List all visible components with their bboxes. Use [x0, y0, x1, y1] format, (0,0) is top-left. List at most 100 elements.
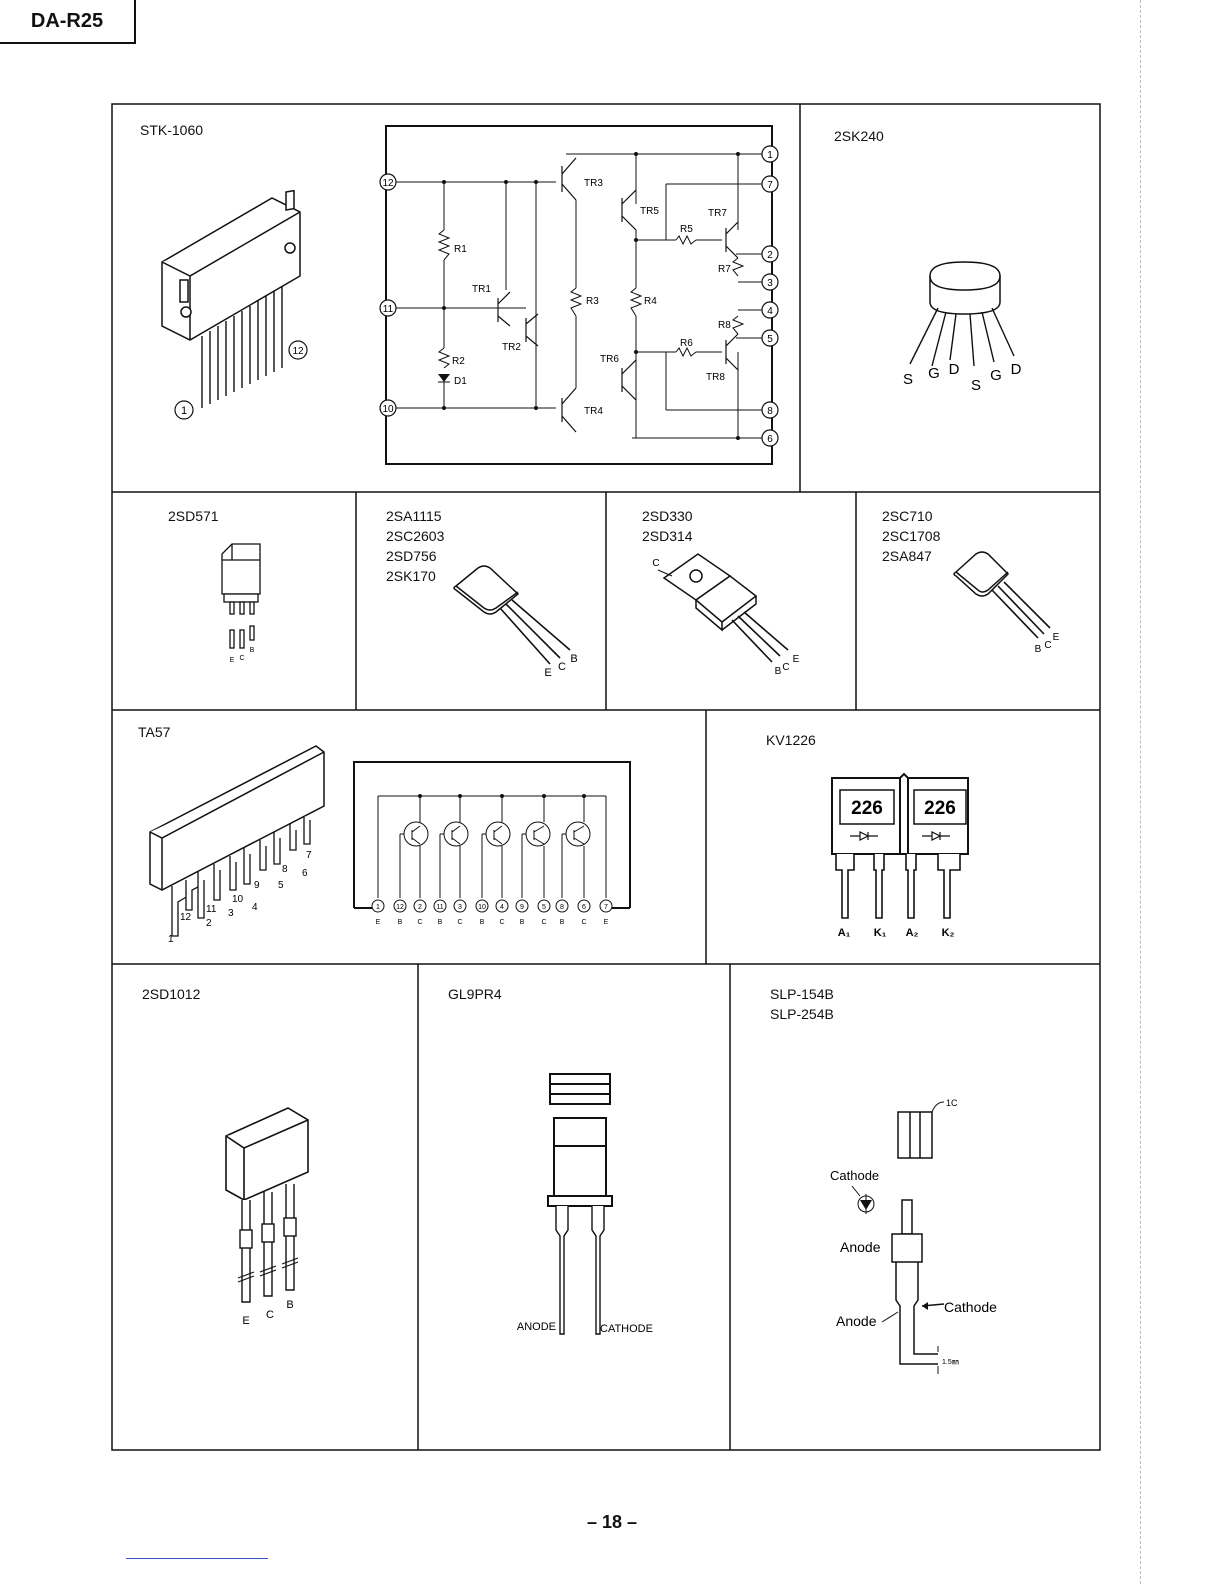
ta57-sch-pin: 12 [396, 904, 404, 911]
kv1226-pin: K₁ [874, 927, 887, 939]
ta57-role: B [398, 919, 403, 926]
gl9pr4-cathode: CATHODE [600, 1323, 653, 1335]
sa1115-package-drawing: E C B [453, 565, 578, 679]
stk-tr1: TR1 [472, 284, 491, 295]
kv1226-label: KV1226 [766, 732, 816, 748]
sk240-pin: D [949, 361, 960, 378]
stk-tr6: TR6 [600, 354, 619, 365]
ta57-sch-pin: 1 [376, 904, 380, 911]
slp-dim: 1.5㎜ [942, 1359, 959, 1366]
kv1226-pin: A₁ [838, 927, 851, 939]
ta57-role: B [520, 919, 525, 926]
outer-frame [111, 103, 1101, 1451]
ta57-sch-pin: 2 [418, 904, 422, 911]
ta57-pin-text: 9 [254, 880, 260, 891]
ta57-role: C [417, 919, 422, 926]
ta57-sch-pin: 4 [500, 904, 504, 911]
ta57-pin-text: 3 [228, 908, 234, 919]
stk-tr4: TR4 [584, 406, 603, 417]
sd1012-pin: B [286, 1299, 293, 1311]
kv1226-package-drawing: 226 226 A₁ K₁ A₂ K₂ [831, 772, 969, 939]
stk-r2: R2 [452, 356, 465, 367]
stk-pin: 12 [382, 178, 394, 189]
sa1115-pin: E [544, 667, 551, 679]
sk240-package-drawing: S G D S G D [903, 261, 1022, 394]
ta57-role: B [480, 919, 485, 926]
sc710-pin: C [1044, 640, 1051, 651]
stk-pin: 2 [767, 250, 773, 261]
stk1060-label: STK-1060 [140, 122, 204, 138]
sa1115-pin: B [570, 653, 577, 665]
stk-r3: R3 [586, 296, 599, 307]
stk-r4: R4 [644, 296, 657, 307]
ta57-pin-text: 5 [278, 880, 284, 891]
stk-pin: 7 [767, 180, 773, 191]
ta57-role: B [438, 919, 443, 926]
sd1012-label: 2SD1012 [142, 986, 201, 1002]
stk1060-schematic: 12 11 10 1 7 2 3 4 5 8 6 TR3 TR5 TR7 TR1… [379, 125, 779, 465]
stk1060-pin-last: 12 [292, 346, 304, 357]
sd571-pin: B [250, 647, 255, 654]
stk-r1: R1 [454, 244, 467, 255]
ta57-sch-pin: 6 [582, 904, 586, 911]
sd571-pin: C [239, 655, 244, 662]
page-number: – 18 – [586, 1512, 638, 1532]
model-tag: DA-R25 [0, 0, 136, 44]
ta57-sch-pin: 10 [478, 904, 486, 911]
ta57-pin-text: 11 [206, 904, 217, 915]
slp-anode-top: Anode [840, 1239, 881, 1255]
ta57-sch-pin: 8 [560, 904, 564, 911]
sd571-pin: E [230, 657, 235, 664]
ta57-sch-pin: 5 [542, 904, 546, 911]
kv1226-pin: A₂ [906, 927, 919, 939]
sd330-pin: B [775, 666, 782, 677]
stk-r6: R6 [680, 338, 693, 349]
sd330-label: 2SD330 2SD314 [642, 508, 693, 544]
slp-anode-bottom: Anode [836, 1313, 877, 1329]
ta57-pin-text: 6 [302, 868, 308, 879]
sk240-pin: G [928, 365, 940, 382]
kv1226-pin: K₂ [942, 927, 955, 939]
gl9pr4-anode: ANODE [517, 1321, 556, 1333]
slp-cathode-top: Cathode [830, 1168, 879, 1183]
sd330-pin: C [782, 662, 789, 673]
ta57-role: B [560, 919, 565, 926]
stk1060-pin-first: 1 [181, 405, 187, 417]
stk-tr8: TR8 [706, 372, 725, 383]
footer-rule [126, 1558, 268, 1559]
scan-edge-line [1140, 0, 1141, 1584]
sk240-pin: D [1011, 361, 1022, 378]
ta57-role: C [457, 919, 462, 926]
stk-d1: D1 [454, 376, 467, 387]
stk-pin: 4 [767, 306, 773, 317]
ta57-label: TA57 [138, 724, 171, 740]
stk-tr7: TR7 [708, 208, 727, 219]
ta57-sch-pin: 7 [604, 904, 608, 911]
ta57-sch-pin: 3 [458, 904, 462, 911]
ta57-pin-text: 10 [232, 894, 244, 905]
stk-tr5: TR5 [640, 206, 659, 217]
slp154b-package-drawing: 1C Cathode Anode Cathode Anode 1.5㎜ [830, 1098, 997, 1374]
stk-pin: 6 [767, 434, 773, 445]
sc710-label: 2SC710 2SC1708 2SA847 [882, 508, 941, 564]
ta57-pin-text: 12 [180, 912, 192, 923]
sd1012-pin: C [266, 1309, 274, 1321]
sd330-pin: E [793, 654, 800, 665]
ta57-pin-text: 2 [206, 918, 212, 929]
ta57-sch-pin: 11 [436, 904, 443, 911]
sk240-label: 2SK240 [834, 128, 884, 144]
kv1226-mark: 226 [924, 798, 956, 819]
sd1012-package-drawing: E C B [225, 1107, 309, 1327]
stk1060-package-drawing: 1 12 [161, 190, 308, 420]
ta57-pin-text: 1 [168, 934, 174, 945]
stk-pin: 11 [383, 304, 394, 315]
gl9pr4-label: GL9PR4 [448, 986, 502, 1002]
model-number: DA-R25 [30, 9, 104, 32]
sc710-pin: B [1035, 644, 1042, 655]
slp-cathode-right: Cathode [944, 1299, 997, 1315]
sk240-pin: G [990, 367, 1002, 384]
stk-pin: 5 [767, 334, 773, 345]
kv1226-mark: 226 [851, 798, 883, 819]
sc710-pin: E [1053, 632, 1060, 643]
stk-r8: R8 [718, 320, 731, 331]
